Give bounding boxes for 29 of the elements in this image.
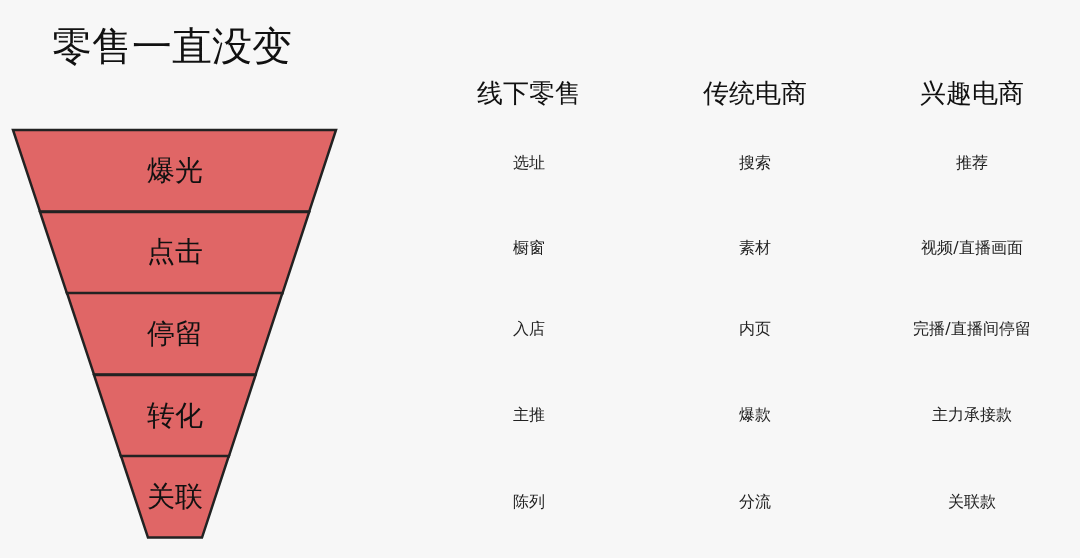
table-text: 入店	[513, 319, 545, 339]
table-text: 爆款	[739, 405, 771, 425]
table-text: 主推	[513, 405, 545, 425]
table-text: 橱窗	[513, 238, 545, 258]
table-text: 关联款	[948, 492, 996, 512]
table-text: 内页	[739, 319, 771, 339]
funnel-band	[13, 130, 336, 212]
column-header: 兴趣电商	[920, 77, 1024, 109]
stage-text: 关联	[146, 479, 203, 516]
column-header: 线下零售	[477, 77, 581, 109]
stage-text: 停留	[146, 316, 203, 352]
funnel-band	[94, 374, 256, 457]
stage-text: 转化	[146, 397, 203, 434]
table-text: 主力承接款	[932, 405, 1012, 425]
funnel-band	[121, 456, 229, 538]
table-text: 推荐	[956, 153, 988, 173]
stage-text: 爆光	[146, 152, 203, 189]
table-text: 陈列	[513, 492, 545, 512]
funnel-band	[67, 293, 283, 375]
column-header: 传统电商	[703, 77, 807, 109]
table-text: 分流	[739, 492, 771, 512]
table-text: 选址	[513, 153, 545, 173]
table-text: 完播/直播间停留	[913, 319, 1031, 339]
table-text: 搜索	[739, 153, 771, 173]
title: 零售一直没变	[52, 22, 292, 71]
funnel-band	[40, 211, 310, 294]
stage-text: 点击	[146, 234, 203, 271]
table-text: 视频/直播画面	[921, 238, 1023, 258]
table-text: 素材	[739, 238, 771, 258]
